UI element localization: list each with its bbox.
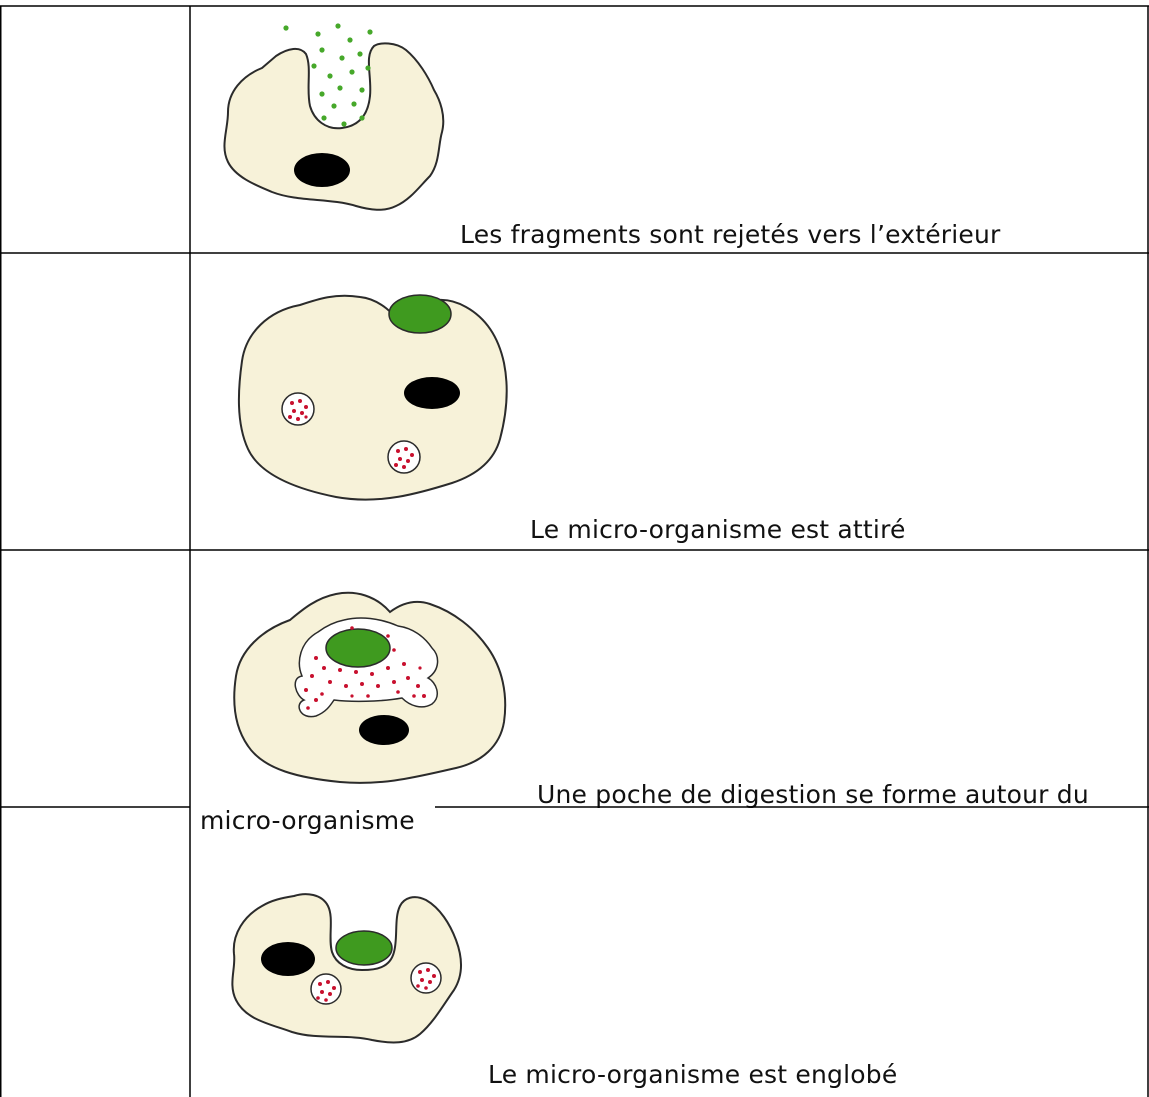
fragments-rejected-illustration <box>0 6 1149 253</box>
phagocyte-cell-body <box>239 296 507 500</box>
row-caption: Les fragments sont rejetés vers l’extéri… <box>460 220 1001 249</box>
microorganism-attracted-illustration <box>0 253 1149 550</box>
nucleus <box>294 153 350 187</box>
table-row: Le micro-organisme est englobé <box>0 844 1149 1097</box>
microorganism <box>336 931 392 965</box>
table-row: Le micro-organisme est attiré <box>0 253 1149 550</box>
nucleus <box>359 715 409 745</box>
lysosome <box>388 441 420 473</box>
row-caption: Le micro-organisme est englobé <box>488 1060 897 1089</box>
row-caption: Une poche de digestion se forme autour d… <box>537 780 1089 809</box>
microorganism <box>326 629 390 667</box>
lysosome <box>411 963 441 993</box>
lysosome <box>311 974 341 1004</box>
lysosome <box>282 393 314 425</box>
table-row: Une poche de digestion se forme autour d… <box>0 550 1149 844</box>
microorganism <box>389 295 451 333</box>
row-caption-continued: micro-organisme <box>200 806 431 835</box>
nucleus <box>261 942 315 976</box>
row-caption: Le micro-organisme est attiré <box>530 515 906 544</box>
table-row: Les fragments sont rejetés vers l’extéri… <box>0 6 1149 253</box>
nucleus <box>404 377 460 409</box>
